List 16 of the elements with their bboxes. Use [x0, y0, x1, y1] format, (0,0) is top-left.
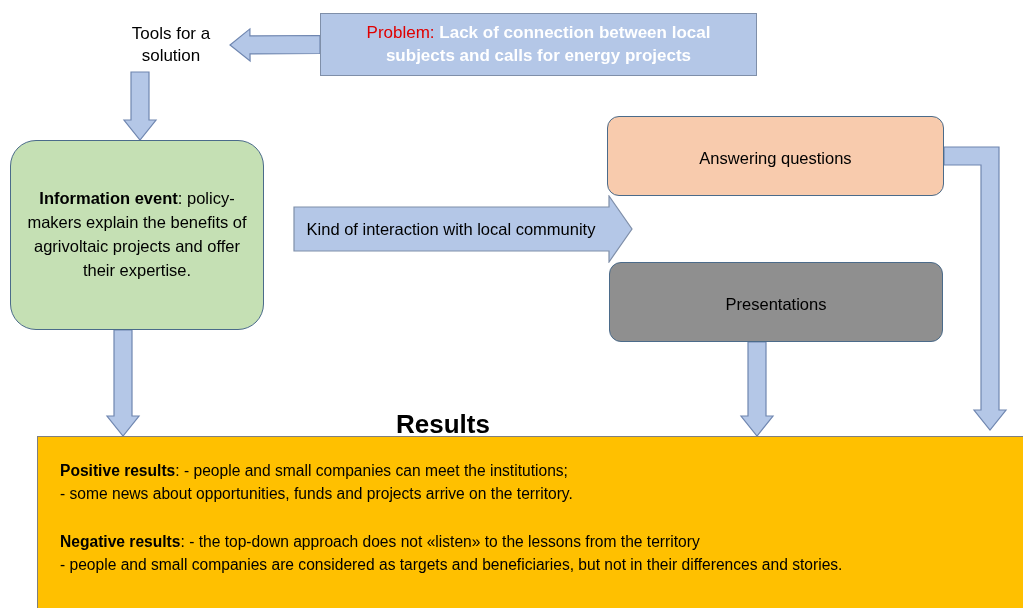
rounded-box: Answering questions	[607, 116, 944, 196]
block-arrow	[105, 329, 141, 437]
rounded-box: Presentations	[609, 262, 943, 342]
result-text: - some news about opportunities, funds and projects arrive on the territory.	[60, 484, 574, 505]
problem-box: Problem: Lack of connection between local subjects and calls for energy projects	[320, 13, 757, 76]
result-text: Negative results: - the top-down approach does not «listen» to the lessons from the territory	[60, 531, 701, 552]
block-arrow	[229, 27, 321, 63]
event-box: Information event: policy-makers explain the benefits of agrivoltaic projects and offer their expertise.	[10, 140, 264, 330]
result-text: - people and small companies are considered as targets and beneficiaries, but not in their differences and stories.	[60, 555, 844, 576]
block-arrow	[943, 146, 1008, 431]
node-text: Tools for a solution	[130, 22, 212, 67]
arrow-label: Kind of interaction with local community	[306, 218, 596, 240]
block-arrow	[122, 71, 158, 141]
result-text: Positive results: - people and small companies can meet the institutions;	[60, 461, 569, 481]
results-heading: Results	[396, 408, 490, 441]
block-arrow	[739, 341, 775, 437]
